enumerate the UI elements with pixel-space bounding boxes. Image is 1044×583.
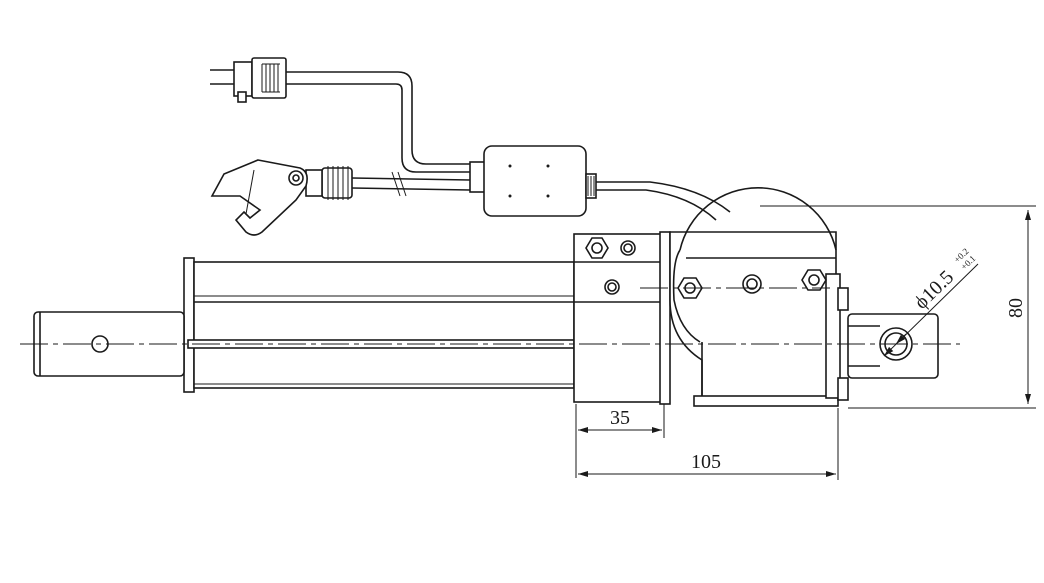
outer-tube	[183, 257, 575, 393]
gearbox-block	[573, 231, 671, 405]
motor-cable	[596, 181, 731, 221]
plug-cable	[286, 71, 470, 173]
mounting-hook	[210, 159, 308, 236]
power-plug	[210, 57, 287, 103]
dimension-35-label: 35	[610, 407, 630, 429]
controller-box	[469, 145, 597, 217]
dimension-80-label: 80	[1005, 298, 1027, 318]
switch-cable	[305, 166, 471, 200]
dimension-105-label: 105	[691, 451, 721, 473]
dimension-105: 105	[578, 408, 839, 480]
dimension-height: 80	[760, 205, 1036, 409]
dimension-35: 35	[575, 404, 665, 478]
motor-housing	[669, 187, 841, 407]
